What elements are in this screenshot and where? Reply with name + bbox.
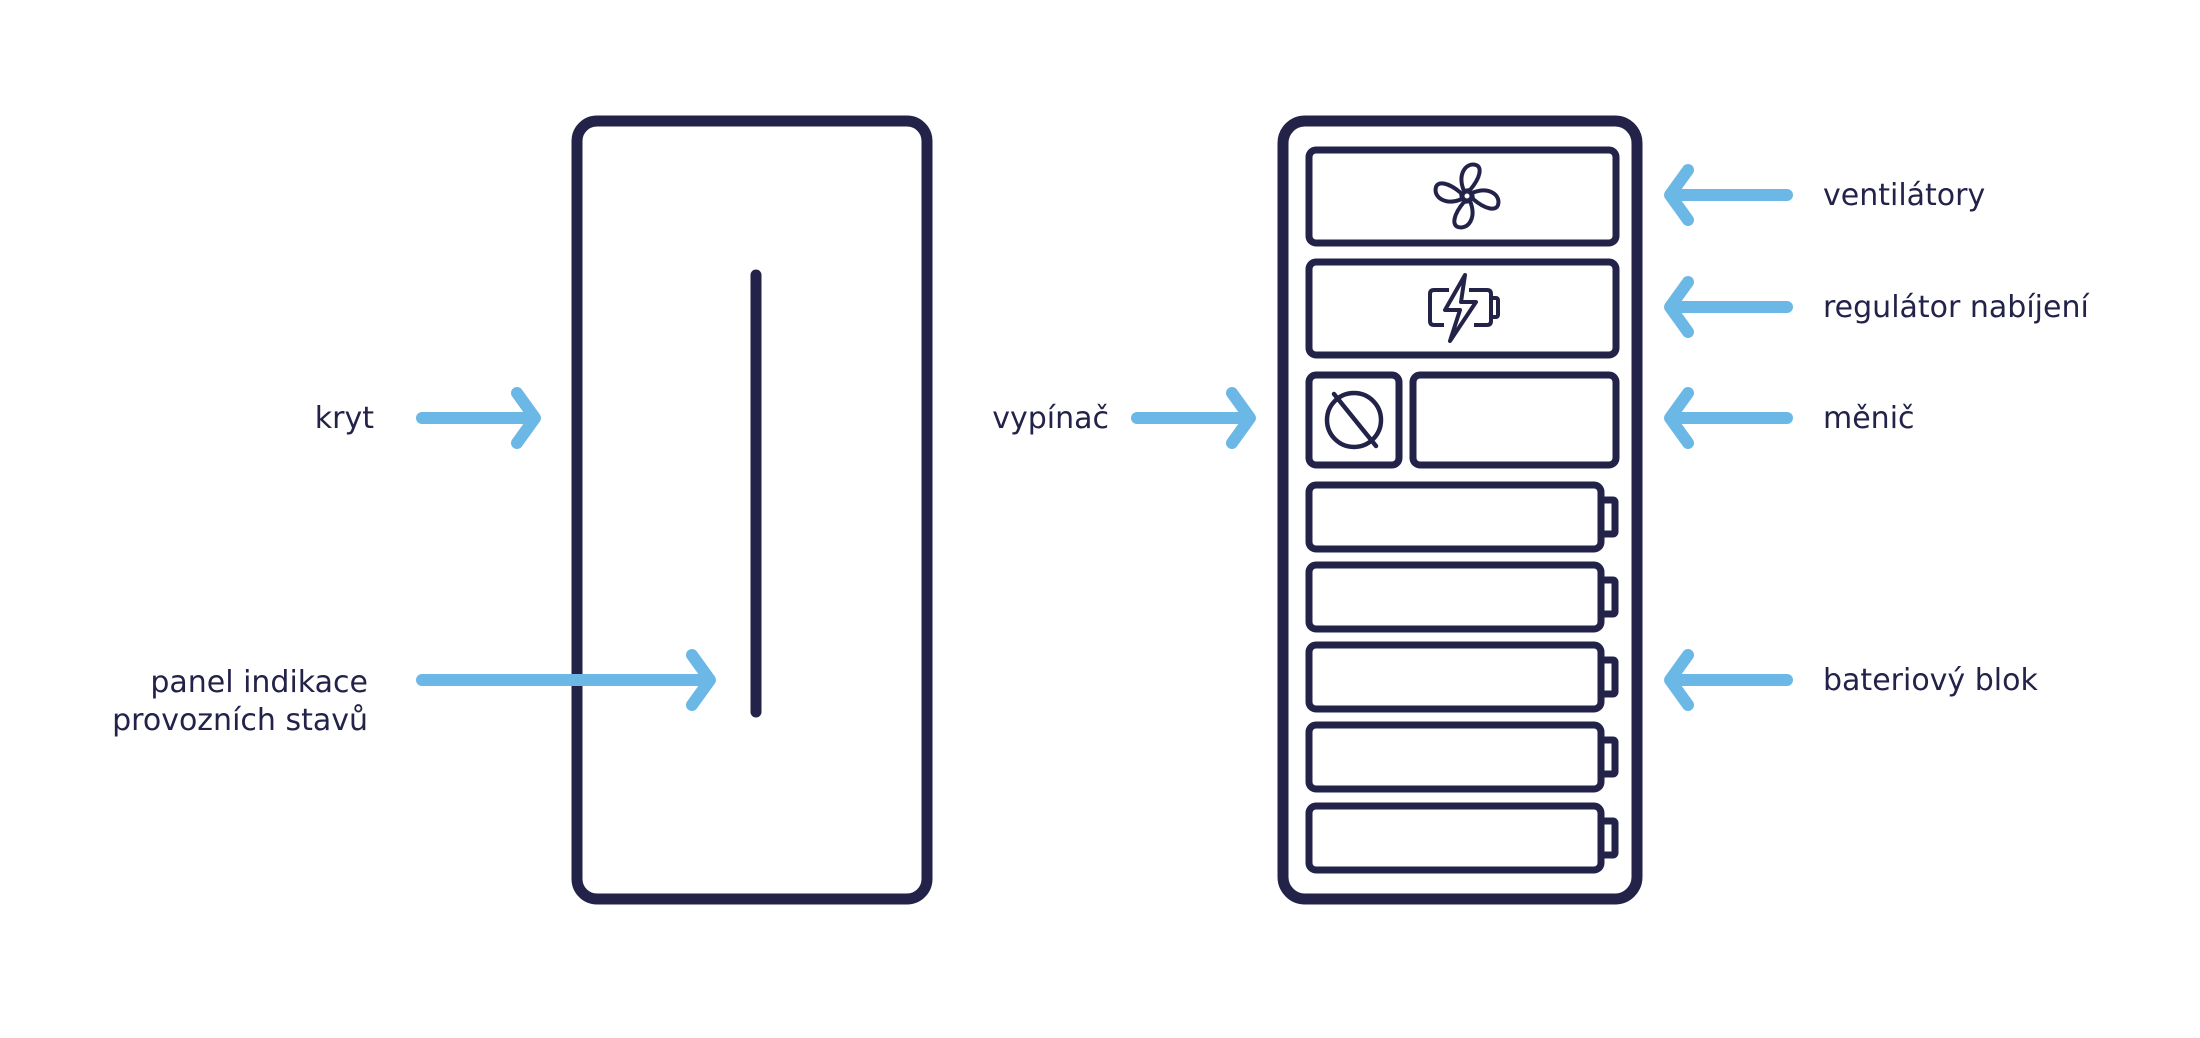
battery-icon	[1305, 641, 1619, 713]
label-panel-line2: provozních stavů	[112, 703, 368, 738]
arrow-bateriovy-blok	[1664, 649, 1793, 711]
unit-internal-view	[1277, 115, 1643, 905]
fan-icon	[1433, 162, 1501, 230]
power-switch-icon	[1324, 390, 1384, 450]
arrow-ventilatory	[1664, 164, 1793, 226]
label-bateriovy-blok: bateriový blok	[1823, 663, 2038, 698]
battery-icon	[1305, 802, 1619, 874]
label-menic: měnič	[1823, 401, 1915, 436]
fan-module	[1305, 146, 1620, 247]
arrow-vypinac	[1131, 387, 1256, 449]
arrow-regulator	[1664, 276, 1793, 338]
inverter-module	[1409, 371, 1620, 469]
battery-charging-icon	[1428, 273, 1500, 343]
unit-front-view	[571, 115, 933, 905]
battery-icon	[1305, 481, 1619, 553]
arrow-kryt	[416, 387, 541, 449]
battery-icon	[1305, 721, 1619, 793]
label-kryt: kryt	[315, 401, 374, 436]
label-panel-line1: panel indikace	[150, 665, 368, 700]
label-vypinac: vypínač	[992, 401, 1109, 436]
battery-icon	[1305, 561, 1619, 633]
arrow-panel	[416, 649, 716, 711]
label-regulator: regulátor nabíjení	[1823, 290, 2090, 325]
housing-outline	[1277, 115, 1643, 905]
label-ventilatory: ventilátory	[1823, 178, 1985, 213]
cover-outline	[571, 115, 933, 905]
charge-controller-module	[1305, 258, 1620, 359]
battery-block	[1305, 481, 1619, 874]
switch-module	[1305, 371, 1403, 469]
arrow-menic	[1664, 387, 1793, 449]
